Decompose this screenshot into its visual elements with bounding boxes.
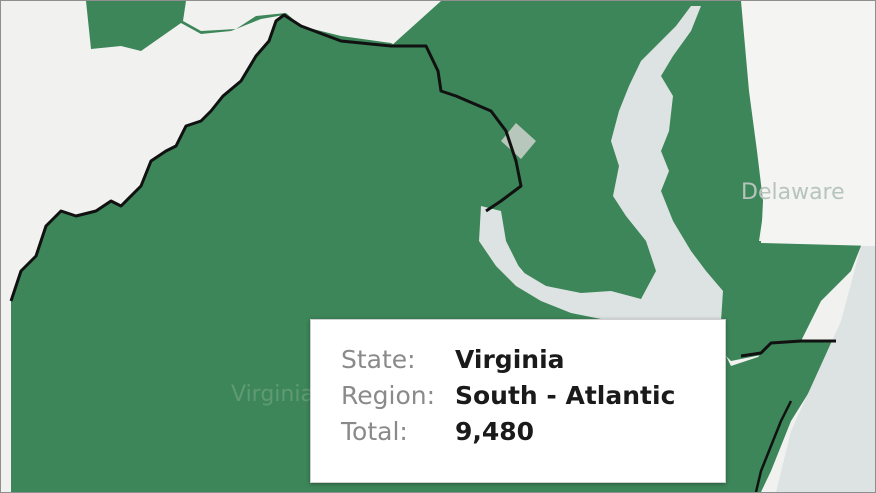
tooltip-row-state: State: Virginia: [341, 342, 565, 378]
border-bay-bottom: [754, 400, 793, 492]
tooltip-row-region: Region: South - Atlantic: [341, 378, 675, 414]
district-of-columbia[interactable]: [501, 123, 536, 159]
border-virginia-west: [9, 13, 523, 302]
state-virginia-eastern-shore[interactable]: [741, 341, 836, 492]
tooltip-row-total: Total: 9,480: [341, 414, 534, 450]
label-delaware: Delaware: [741, 180, 845, 205]
tooltip-key: State:: [341, 345, 416, 374]
atlantic-ocean: [776, 246, 875, 492]
state-tooltip: State: Virginia Region: South - Atlantic T…: [310, 319, 726, 483]
border-eastern-shore: [740, 339, 836, 358]
chesapeake-bay: [479, 6, 723, 361]
label-virginia: Virginia: [231, 382, 314, 407]
tooltip-value: 9,480: [455, 417, 535, 446]
tooltip-key: Total:: [341, 417, 408, 446]
tooltip-value: Virginia: [455, 345, 565, 374]
state-delaware[interactable]: [741, 1, 875, 246]
tooltip-key: Region:: [341, 381, 436, 410]
tooltip-value: South - Atlantic: [455, 381, 676, 410]
